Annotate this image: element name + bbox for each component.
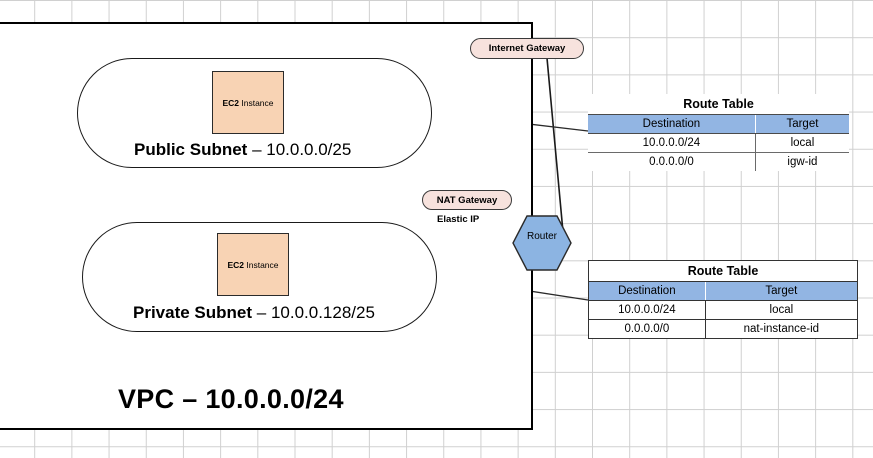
route-table-public: Route Table Destination Target 10.0.0.0/…: [588, 94, 849, 171]
router-node[interactable]: [512, 215, 572, 271]
route-table-2-header-destination: Destination: [588, 281, 706, 301]
elastic-ip-label: Elastic IP: [437, 214, 480, 225]
ec2-private-bold: EC2: [227, 259, 247, 270]
route-table-2-row0-target: local: [705, 300, 858, 320]
public-subnet-cidr: – 10.0.0.0/25: [252, 140, 352, 159]
router-label: Router: [526, 231, 557, 242]
table-row: 0.0.0.0/0 nat-instance-id: [588, 319, 858, 339]
route-table-private: Route Table Destination Target 10.0.0.0/…: [588, 260, 858, 339]
route-table-1-row1-destination: 0.0.0.0/0: [588, 152, 756, 171]
ec2-instance-public[interactable]: EC2 Instance: [212, 71, 284, 134]
router-hexagon-shape: [512, 215, 572, 271]
table-title-row: Route Table: [588, 94, 849, 115]
private-subnet-cidr: – 10.0.0.128/25: [256, 303, 375, 322]
route-table-1-header-target: Target: [755, 114, 849, 134]
route-table-2-row0-destination: 10.0.0.0/24: [588, 300, 706, 320]
public-subnet-label: Public Subnet – 10.0.0.0/25: [134, 140, 351, 160]
private-subnet-title: Private Subnet: [133, 303, 257, 322]
table-header-row: Destination Target: [588, 114, 849, 134]
private-subnet-label: Private Subnet – 10.0.0.128/25: [133, 303, 375, 323]
ec2-instance-private[interactable]: EC2 Instance: [217, 233, 289, 296]
route-table-1-header-destination: Destination: [588, 114, 756, 134]
table-row: 10.0.0.0/24 local: [588, 300, 858, 320]
ec2-instance-private-label: EC2 Instance: [227, 260, 278, 270]
table-header-row: Destination Target: [588, 281, 858, 301]
public-subnet-title: Public Subnet: [134, 140, 253, 159]
ec2-instance-public-label: EC2 Instance: [222, 98, 273, 108]
nat-gateway-node[interactable]: NAT Gateway: [422, 190, 512, 210]
route-table-2-header-target: Target: [705, 281, 858, 301]
ec2-private-rest: Instance: [246, 259, 279, 270]
route-table-1-title: Route Table: [588, 94, 849, 115]
table-row: 0.0.0.0/0 igw-id: [588, 152, 849, 171]
internet-gateway-node[interactable]: Internet Gateway: [470, 38, 584, 59]
table-title-row: Route Table: [588, 260, 858, 282]
route-table-2-row1-target: nat-instance-id: [705, 319, 858, 339]
table-row: 10.0.0.0/24 local: [588, 133, 849, 153]
vpc-label: VPC – 10.0.0.0/24: [118, 384, 344, 414]
route-table-2-title: Route Table: [588, 260, 858, 282]
route-table-2-row1-destination: 0.0.0.0/0: [588, 319, 706, 339]
route-table-1-row0-destination: 10.0.0.0/24: [588, 133, 756, 153]
ec2-public-rest: Instance: [241, 97, 274, 108]
route-table-1-row0-target: local: [755, 133, 849, 153]
route-table-1-row1-target: igw-id: [755, 152, 849, 171]
ec2-public-bold: EC2: [222, 97, 242, 108]
